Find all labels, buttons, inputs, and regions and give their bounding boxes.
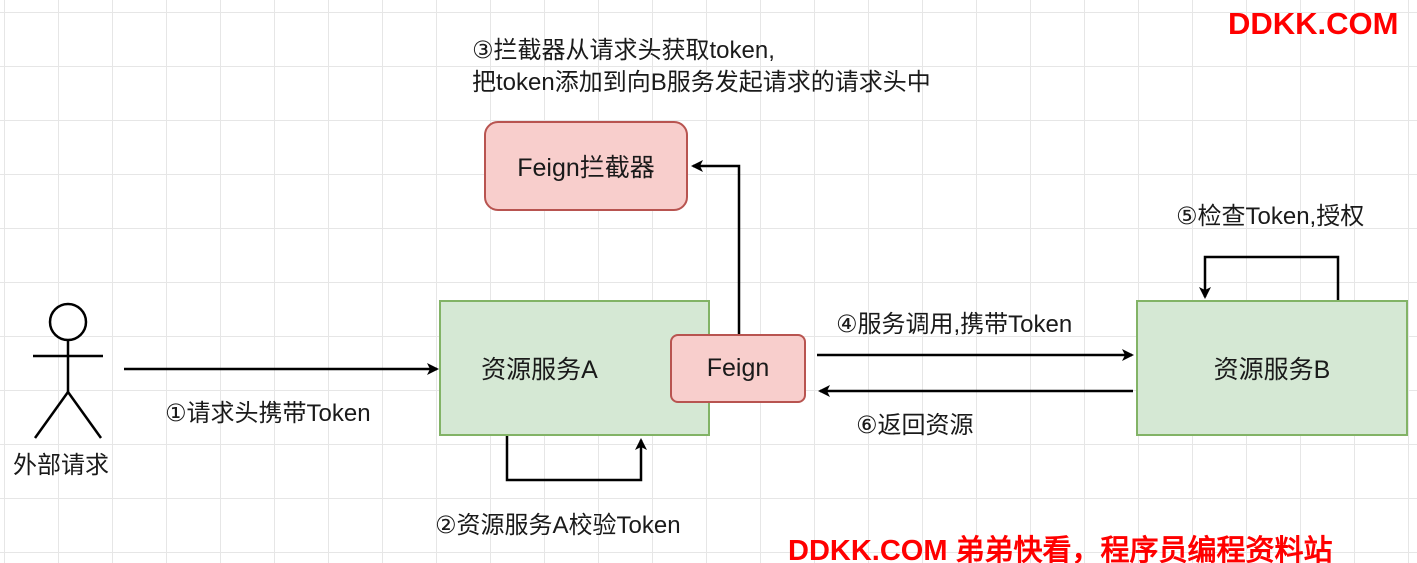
actor-icon — [33, 302, 103, 439]
step3-label-line2: 把token添加到向B服务发起请求的请求头中 — [472, 69, 931, 96]
step5-label: ⑤检查Token,授权 — [1176, 203, 1365, 230]
feign-interceptor-node: Feign拦截器 — [484, 121, 688, 211]
resource-service-b-label: 资源服务B — [1213, 356, 1331, 384]
watermark-bottom: DDKK.COM 弟弟快看，程序员编程资料站 — [788, 535, 1333, 563]
resource-service-a-label: 资源服务A — [481, 356, 598, 384]
arrow-b-check-loop — [1199, 255, 1340, 300]
arrow-feign-to-interceptor — [691, 160, 741, 334]
resource-service-a-node: 资源服务A — [439, 300, 710, 436]
resource-service-b-node: 资源服务B — [1136, 300, 1408, 436]
feign-label: Feign — [706, 354, 770, 382]
watermark-top: DDKK.COM — [1228, 6, 1399, 41]
feign-node: Feign — [670, 334, 806, 403]
feign-interceptor-label: Feign拦截器 — [517, 154, 655, 182]
step3-label-line1: ③拦截器从请求头获取token, — [472, 37, 775, 64]
step2-label: ②资源服务A校验Token — [435, 512, 681, 539]
arrow-a-validate-loop — [505, 436, 647, 482]
step4-label: ④服务调用,携带Token — [836, 311, 1073, 338]
actor-label: 外部请求 — [13, 452, 109, 479]
step1-label: ①请求头携带Token — [165, 400, 371, 427]
step6-label: ⑥返回资源 — [856, 412, 974, 439]
